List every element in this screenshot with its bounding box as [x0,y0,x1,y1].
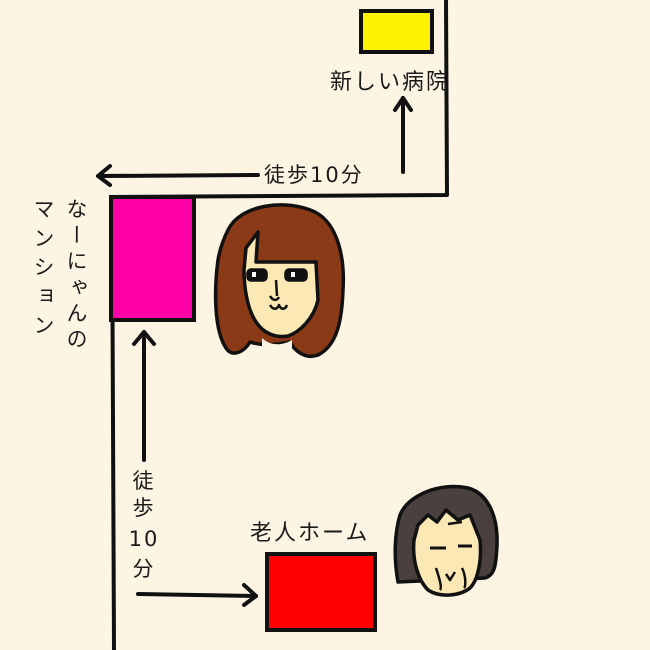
arrow-left-icon [96,164,260,187]
hospital-marker [359,9,434,54]
road-line [110,0,449,650]
nursing-home-label: 老人ホーム [250,521,370,546]
nursing-home-marker [265,552,377,632]
route-label-to-hospital: 徒歩10分 [264,163,364,187]
arrow-right-to-nursing-home-icon [136,583,258,607]
route-label-to-nursing-home-char4: 分 [132,557,154,581]
route-label-to-nursing-home-char1: 徒 [132,469,154,493]
mansion-label-line1: なーにゃんの [64,198,88,354]
arrow-up-to-hospital-icon [393,96,413,174]
elderly-woman-face-icon [393,484,499,597]
route-label-to-nursing-home-char2: 歩 [132,496,154,520]
hospital-label: 新しい病院 [330,70,451,95]
mansion-marker [109,195,196,322]
arrow-up-to-mansion-icon [132,330,156,462]
mansion-label-line2: マンション [31,198,55,343]
route-label-to-nursing-home-char3: 10 [128,527,160,551]
young-woman-face-icon [213,203,346,358]
